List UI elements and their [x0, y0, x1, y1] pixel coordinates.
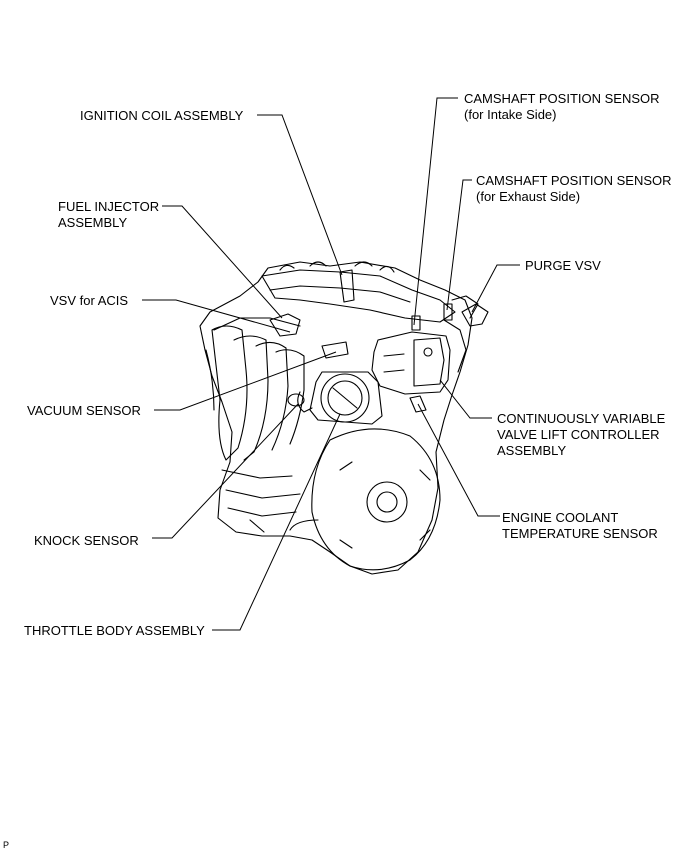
intake-manifold — [205, 317, 305, 517]
leader-cam-exhaust — [446, 179, 472, 311]
label-vacuum-sensor: VACUUM SENSOR — [27, 403, 141, 418]
leader-cam-intake — [413, 97, 458, 326]
label-fuel-injector-assembly: FUEL INJECTOR ASSEMBLY — [58, 199, 160, 230]
throttle-body-drawing — [297, 371, 383, 425]
engine-illustration — [199, 261, 489, 575]
label-camshaft-position-sensor-intake: CAMSHAFT POSITION SENSOR (for Intake Sid… — [464, 91, 660, 122]
leader-coolant-temp — [417, 403, 500, 517]
label-knock-sensor: KNOCK SENSOR — [34, 533, 139, 548]
label-throttle-body-assembly: THROTTLE BODY ASSEMBLY — [24, 623, 205, 638]
leader-vacuum-sensor — [154, 351, 337, 411]
leader-vsv-acis — [142, 299, 291, 333]
leader-knock-sensor — [152, 403, 299, 539]
cam-cover — [261, 269, 456, 323]
label-ignition-coil-assembly: IGNITION COIL ASSEMBLY — [80, 108, 244, 123]
label-camshaft-position-sensor-exhaust: CAMSHAFT POSITION SENSOR (for Exhaust Si… — [476, 173, 672, 204]
leader-cvvl — [439, 379, 492, 419]
leader-purge-vsv — [471, 264, 520, 313]
leader-lines — [142, 97, 520, 631]
label-cvvl-controller-assembly: CONTINUOUSLY VARIABLE VALVE LIFT CONTROL… — [497, 411, 666, 458]
leader-ignition-coil — [257, 114, 343, 276]
label-engine-coolant-temperature-sensor: ENGINE COOLANT TEMPERATURE SENSOR — [502, 510, 658, 541]
bell-housing — [249, 428, 441, 571]
leader-throttle-body — [212, 413, 341, 631]
cvvl-drawing — [371, 331, 451, 395]
figure-code: P — [3, 840, 10, 850]
engine-outline — [199, 261, 473, 575]
label-vsv-for-acis: VSV for ACIS — [50, 293, 129, 308]
leader-fuel-injector — [162, 205, 283, 319]
label-purge-vsv: PURGE VSV — [525, 258, 601, 273]
